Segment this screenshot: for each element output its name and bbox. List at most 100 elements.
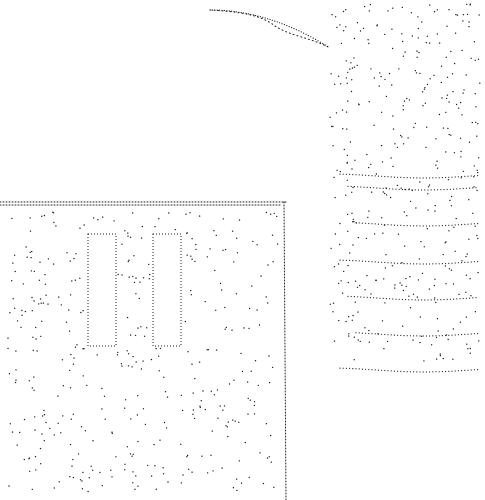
texture-dot — [397, 224, 399, 226]
texture-dot — [394, 143, 396, 145]
texture-dot — [216, 9, 218, 11]
texture-dot — [293, 28, 295, 30]
texture-dot — [351, 212, 353, 214]
texture-dot — [148, 278, 150, 280]
texture-dot — [361, 332, 363, 334]
texture-dot — [253, 413, 256, 415]
texture-dot — [228, 10, 230, 12]
texture-dot — [377, 223, 379, 225]
texture-dot — [135, 293, 137, 295]
texture-dot — [159, 347, 162, 350]
texture-dot — [336, 26, 338, 29]
texture-dot — [14, 270, 16, 273]
texture-dot — [417, 16, 419, 18]
texture-dot — [358, 332, 360, 334]
texture-dot — [9, 423, 11, 425]
texture-dot — [478, 14, 480, 16]
texture-dot — [153, 443, 155, 446]
texture-dot — [448, 334, 450, 336]
texture-dot — [21, 309, 23, 312]
texture-dot — [202, 390, 204, 392]
texture-dot — [21, 314, 23, 316]
texture-dot — [417, 27, 419, 30]
texture-dot — [134, 488, 136, 490]
texture-dot — [448, 268, 451, 270]
texture-dot — [11, 280, 13, 282]
texture-dot — [281, 23, 283, 25]
texture-dot — [271, 234, 274, 236]
texture-dot — [15, 369, 17, 371]
texture-dot — [198, 361, 201, 363]
texture-dot — [124, 463, 126, 465]
texture-dot — [462, 297, 464, 300]
texture-dot — [474, 225, 476, 227]
texture-dot — [257, 384, 259, 387]
texture-dot — [192, 409, 195, 411]
texture-dot — [477, 175, 479, 177]
texture-dot — [339, 24, 341, 26]
texture-dot — [448, 176, 450, 178]
texture-dot — [436, 160, 438, 162]
texture-dot — [416, 225, 418, 227]
texture-dot — [391, 28, 393, 30]
texture-dot — [454, 250, 456, 252]
texture-dot — [127, 260, 129, 263]
texture-dot — [450, 269, 453, 271]
texture-dot — [270, 213, 272, 215]
texture-dot — [353, 336, 355, 338]
texture-dot — [442, 127, 445, 129]
texture-dot — [154, 226, 156, 228]
texture-dot — [187, 351, 189, 353]
texture-dot — [137, 440, 139, 443]
texture-dot — [465, 316, 468, 318]
texture-dot — [473, 41, 476, 43]
texture-dot — [268, 355, 270, 357]
texture-dot — [462, 92, 464, 94]
texture-dot — [215, 309, 217, 311]
texture-dot — [413, 126, 415, 129]
texture-dot — [70, 418, 73, 420]
texture-dot — [340, 42, 343, 45]
texture-dot — [345, 60, 347, 62]
texture-dot — [448, 133, 450, 136]
texture-dot — [373, 297, 375, 299]
texture-dot — [400, 176, 402, 178]
texture-dot — [348, 335, 350, 337]
texture-dot — [446, 76, 449, 79]
texture-dot — [433, 11, 436, 13]
texture-dot — [413, 225, 415, 227]
texture-dot — [374, 369, 376, 371]
texture-dot — [447, 179, 450, 181]
texture-dot — [353, 57, 355, 59]
texture-dot — [421, 21, 423, 23]
texture-dot — [149, 273, 151, 276]
texture-dot — [403, 371, 405, 373]
texture-dot — [444, 242, 446, 244]
texture-dot — [276, 21, 278, 23]
texture-dot — [310, 36, 312, 38]
texture-dot — [238, 460, 240, 462]
texture-dot — [257, 15, 259, 17]
texture-dot — [473, 165, 475, 167]
texture-dot — [439, 355, 442, 357]
texture-dot — [357, 339, 359, 341]
texture-dot — [142, 360, 144, 362]
texture-dot — [29, 230, 32, 232]
texture-dot — [452, 358, 454, 360]
texture-dot — [233, 261, 235, 263]
texture-dot — [332, 302, 335, 304]
texture-dot — [132, 471, 134, 473]
texture-dot — [467, 223, 469, 225]
texture-dot — [195, 243, 197, 246]
texture-dot — [385, 194, 388, 196]
texture-dot — [191, 238, 193, 240]
texture-dot — [305, 33, 307, 35]
texture-dot — [69, 387, 72, 389]
texture-dot — [401, 33, 403, 35]
texture-dot — [180, 394, 182, 397]
texture-dot — [375, 173, 378, 175]
texture-dot — [470, 369, 472, 371]
texture-dot — [463, 89, 465, 91]
texture-dot — [28, 458, 30, 460]
texture-dot — [445, 97, 448, 100]
